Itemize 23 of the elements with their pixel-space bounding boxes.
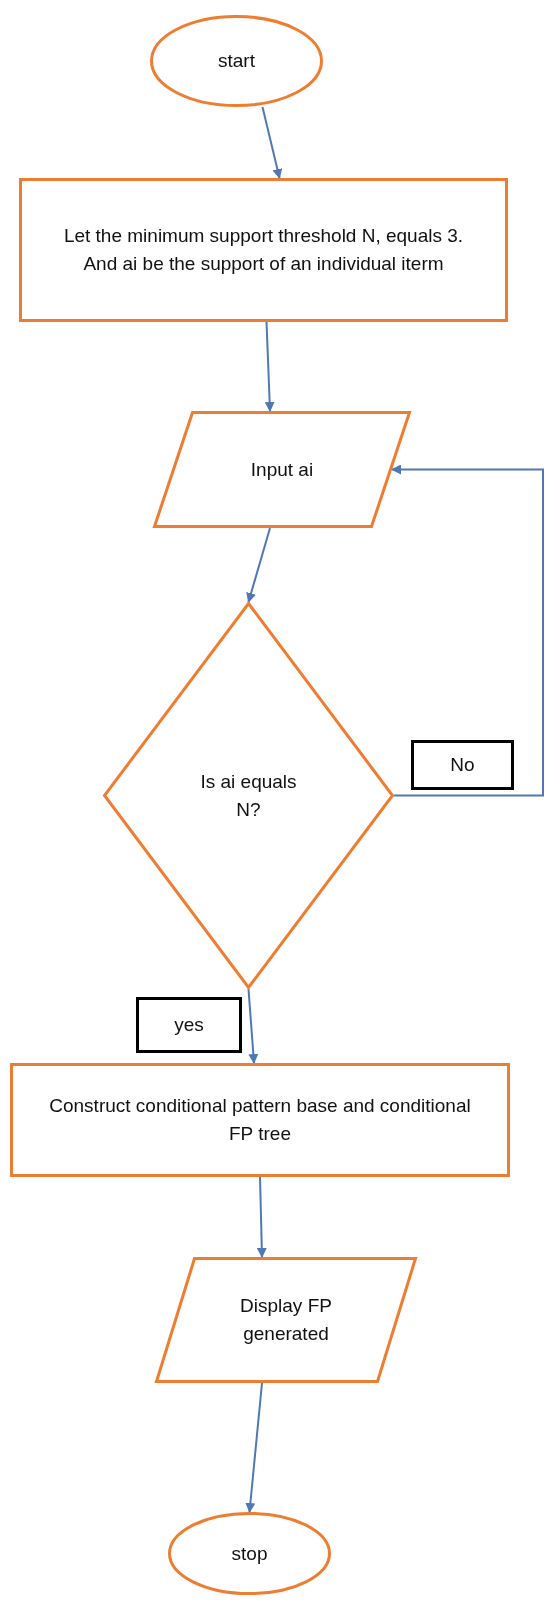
- node-text: start: [218, 49, 255, 74]
- node-text: Let the minimum support threshold N, equals 3. And ai be the support of an individual iterm: [62, 224, 465, 276]
- node-text: Construct conditional pattern base and conditional FP tree: [48, 1094, 472, 1146]
- arrow: [245, 1382, 263, 1513]
- arrow: [247, 988, 259, 1064]
- stop-ellipse: [168, 1512, 331, 1595]
- output-parallelogram: [155, 1257, 417, 1383]
- node-text: Is ai equals N?: [199, 769, 298, 822]
- edge-label: yes: [136, 997, 242, 1053]
- edge-label: No: [411, 740, 514, 790]
- node-text: Display FP generated: [239, 1294, 333, 1346]
- arrow: [391, 464, 544, 797]
- arrow: [256, 1176, 267, 1258]
- input-parallelogram: [153, 411, 411, 528]
- node-text: stop: [231, 1541, 268, 1566]
- process-box: [10, 1063, 510, 1177]
- decision-diamond: [103, 602, 394, 989]
- process-box: [19, 178, 508, 322]
- arrow: [261, 106, 283, 179]
- arrow: [264, 321, 275, 412]
- arrow: [246, 527, 271, 603]
- node-text: Input ai: [250, 457, 314, 482]
- start-ellipse: [150, 15, 323, 107]
